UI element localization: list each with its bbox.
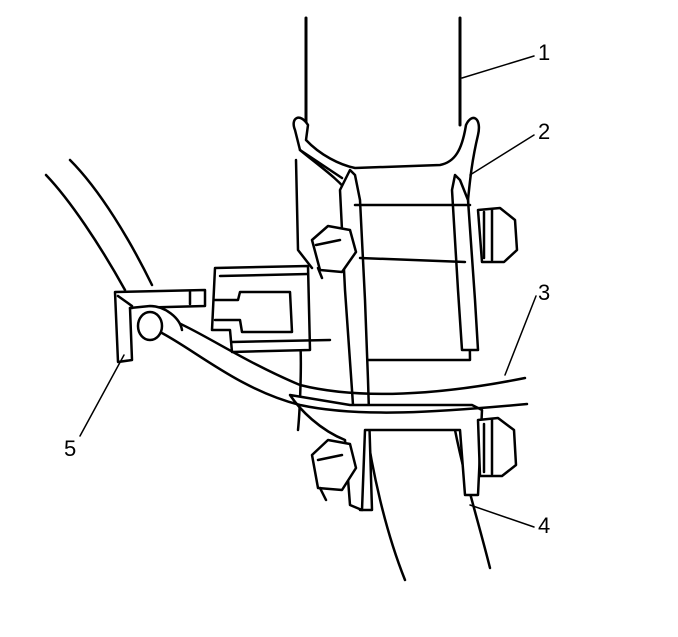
heat-shield-cable xyxy=(44,158,154,292)
leader-lines xyxy=(79,55,537,528)
upper-exhaust-pipe xyxy=(304,16,462,127)
bolt-upper-left xyxy=(310,224,358,280)
leader-3 xyxy=(504,295,537,376)
bolt-lower-right xyxy=(476,416,518,478)
hanger-bracket xyxy=(210,264,332,354)
leader-5 xyxy=(79,354,125,437)
callout-3: 3 xyxy=(538,280,551,305)
callout-5: 5 xyxy=(64,436,77,461)
leader-4 xyxy=(469,504,535,528)
hanger-strap xyxy=(158,313,529,414)
clamp-band xyxy=(292,116,481,512)
callout-4: 4 xyxy=(538,513,551,538)
bolt-upper-right xyxy=(476,206,519,264)
leader-1 xyxy=(461,55,535,79)
callout-1: 1 xyxy=(538,40,551,65)
leader-2 xyxy=(469,134,535,176)
callout-2: 2 xyxy=(538,119,551,144)
bolt-lower-left xyxy=(310,438,358,502)
